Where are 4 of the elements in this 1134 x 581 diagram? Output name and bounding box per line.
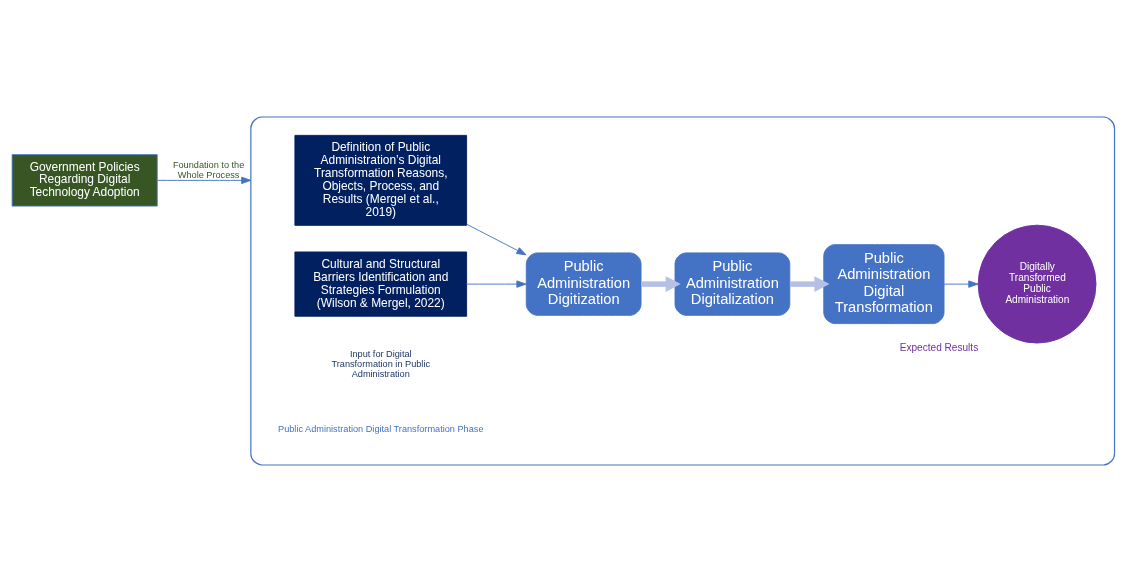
edge-label: Foundation to the Whole Process bbox=[172, 159, 245, 180]
label: Input for Digital Transformation in Public Administration bbox=[331, 348, 431, 379]
label: Public Administration Digital Transformation Phase bbox=[278, 423, 484, 434]
node-label: Expected Results bbox=[899, 341, 979, 353]
